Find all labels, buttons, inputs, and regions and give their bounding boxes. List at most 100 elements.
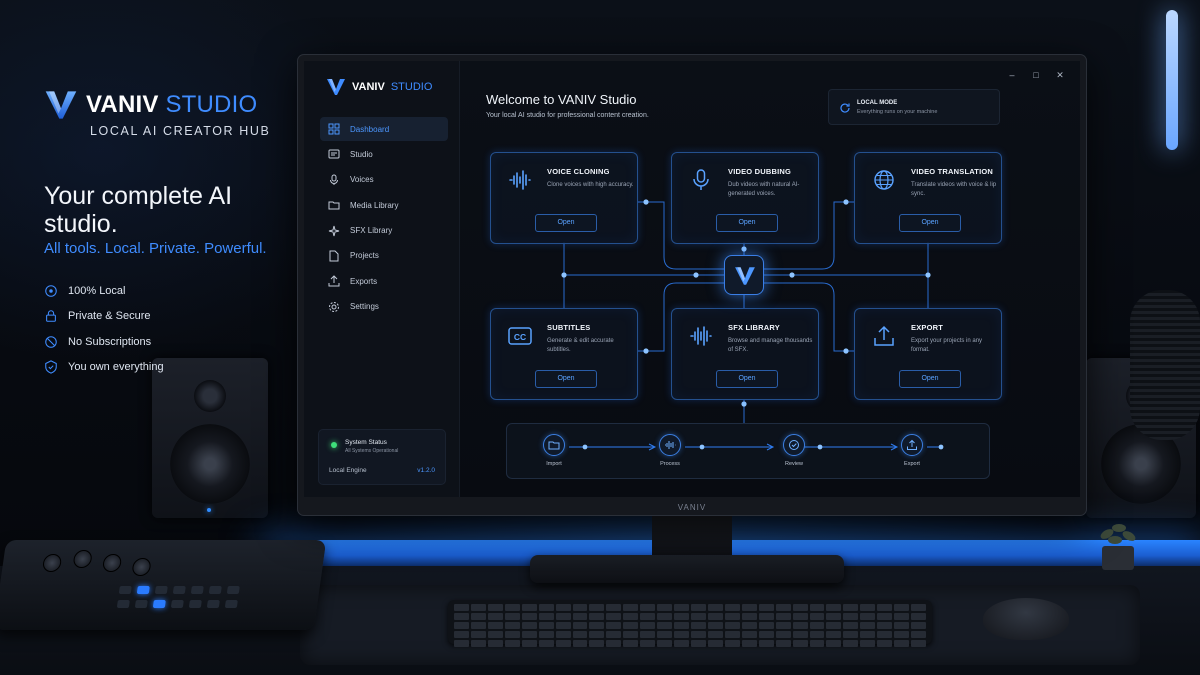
- desk-lamp: [1166, 10, 1178, 150]
- sidebar-item-media-library[interactable]: Media Library: [320, 193, 448, 217]
- sidebar-brand: VANIV STUDIO: [326, 77, 432, 97]
- keyboard-key: [809, 604, 825, 611]
- hero-tagline: All tools. Local. Private. Powerful.: [44, 240, 267, 257]
- open-button[interactable]: Open: [716, 214, 778, 232]
- keyboard-key: [860, 613, 876, 620]
- minimize-button[interactable]: –: [1009, 70, 1015, 80]
- cc-icon: CC: [508, 327, 532, 345]
- central-hub[interactable]: [724, 255, 764, 295]
- keyboard-key: [623, 604, 639, 611]
- sidebar-item-voices[interactable]: Voices: [320, 168, 448, 192]
- pipeline-step-review[interactable]: Review: [769, 434, 819, 467]
- no-subscription-icon: [45, 335, 57, 348]
- sidebar-item-projects[interactable]: Projects: [320, 244, 448, 268]
- keyboard-key: [470, 613, 486, 620]
- sidebar-item-label: Exports: [350, 276, 378, 286]
- keyboard-key: [758, 640, 774, 647]
- keyboard: [448, 600, 932, 647]
- open-button[interactable]: Open: [899, 214, 961, 232]
- keyboard-key: [640, 604, 656, 611]
- sidebar-nav: Dashboard Studio Voices Media Library SF…: [320, 117, 448, 320]
- studio-icon: [328, 149, 340, 159]
- pipeline-step-label: Export: [904, 461, 920, 467]
- feature-label: Private & Secure: [68, 310, 151, 323]
- keyboard-key: [589, 622, 605, 629]
- keyboard-key: [792, 631, 808, 638]
- keyboard-key: [843, 640, 859, 647]
- upload-icon: [907, 439, 917, 450]
- sidebar-item-studio[interactable]: Studio: [320, 142, 448, 166]
- monitor-stand: [652, 515, 732, 555]
- sidebar-item-label: Settings: [350, 302, 379, 312]
- keyboard-key: [691, 640, 706, 647]
- keyboard-key: [707, 604, 723, 611]
- keyboard-key: [674, 613, 689, 620]
- keyboard-key: [911, 622, 926, 629]
- microphone-icon: [330, 174, 338, 185]
- keyboard-key: [894, 640, 910, 647]
- keyboard-key: [860, 604, 876, 611]
- sidebar-item-label: SFX Library: [350, 226, 393, 236]
- keyboard-key: [538, 622, 554, 629]
- keyboard-key: [860, 640, 876, 647]
- sidebar-item-settings[interactable]: Settings: [320, 295, 448, 319]
- sidebar-item-exports[interactable]: Exports: [320, 269, 448, 293]
- keyboard-key: [894, 613, 910, 620]
- plant: [1096, 520, 1140, 570]
- close-button[interactable]: ✕: [1056, 70, 1064, 80]
- open-button[interactable]: Open: [535, 370, 597, 388]
- vaniv-logo-icon: [45, 91, 77, 119]
- keyboard-key: [589, 613, 605, 620]
- keyboard-key: [843, 631, 859, 638]
- local-icon: [45, 284, 57, 297]
- card-title: VIDEO DUBBING: [728, 167, 792, 176]
- local-mode-badge: LOCAL MODE Everything runs on your machi…: [828, 89, 1000, 125]
- vaniv-logo-icon: [735, 267, 755, 285]
- keyboard-key: [454, 604, 469, 611]
- keyboard-key: [758, 604, 774, 611]
- file-icon: [329, 250, 339, 262]
- keyboard-key: [792, 622, 808, 629]
- sidebar-item-dashboard[interactable]: Dashboard: [320, 117, 448, 141]
- keyboard-key: [504, 622, 520, 629]
- keyboard-key: [911, 604, 926, 611]
- keyboard-key: [657, 613, 673, 620]
- maximize-button[interactable]: □: [1033, 70, 1039, 80]
- local-mode-title: LOCAL MODE: [857, 100, 898, 106]
- keyboard-key: [606, 622, 622, 629]
- open-button[interactable]: Open: [716, 370, 778, 388]
- keyboard-key: [555, 604, 571, 611]
- keyboard-key: [640, 631, 656, 638]
- brand-name: VANIV STUDIO: [86, 91, 257, 119]
- keyboard-key: [775, 604, 791, 611]
- pipeline-step-import[interactable]: Import: [529, 434, 579, 467]
- page-subtitle: Your local AI studio for professional co…: [486, 112, 649, 119]
- card-description: Dub videos with natural AI-generated voi…: [728, 182, 800, 197]
- open-button[interactable]: Open: [535, 214, 597, 232]
- waveform-icon: [690, 326, 712, 346]
- card-video-dubbing: VIDEO DUBBING Dub videos with natural AI…: [671, 152, 819, 244]
- sidebar-item-sfx-library[interactable]: SFX Library: [320, 219, 448, 243]
- pipeline-step-export[interactable]: Export: [887, 434, 937, 467]
- microphone: [1130, 290, 1200, 440]
- pipeline-step-label: Import: [546, 461, 562, 467]
- pipeline-step-label: Review: [784, 461, 804, 467]
- sidebar-brand-part2: STUDIO: [390, 81, 433, 93]
- keyboard-key: [555, 613, 571, 620]
- keyboard-key: [555, 622, 571, 629]
- pipeline-step-process[interactable]: Process: [645, 434, 695, 467]
- open-button[interactable]: Open: [899, 370, 961, 388]
- keyboard-key: [487, 622, 503, 629]
- keyboard-key: [674, 631, 689, 638]
- keyboard-key: [792, 604, 808, 611]
- monitor-brand-label: VANIV: [677, 503, 707, 512]
- keyboard-key: [606, 640, 622, 647]
- feature-item: 100% Local: [44, 278, 164, 304]
- sparkle-icon: [328, 225, 340, 236]
- keyboard-key: [674, 640, 689, 647]
- keyboard-key: [538, 631, 554, 638]
- sidebar-item-label: Projects: [350, 251, 379, 261]
- brand-name-part1: VANIV: [86, 91, 159, 118]
- keyboard-key: [691, 622, 706, 629]
- status-subtitle: All Systems Operational: [345, 448, 399, 454]
